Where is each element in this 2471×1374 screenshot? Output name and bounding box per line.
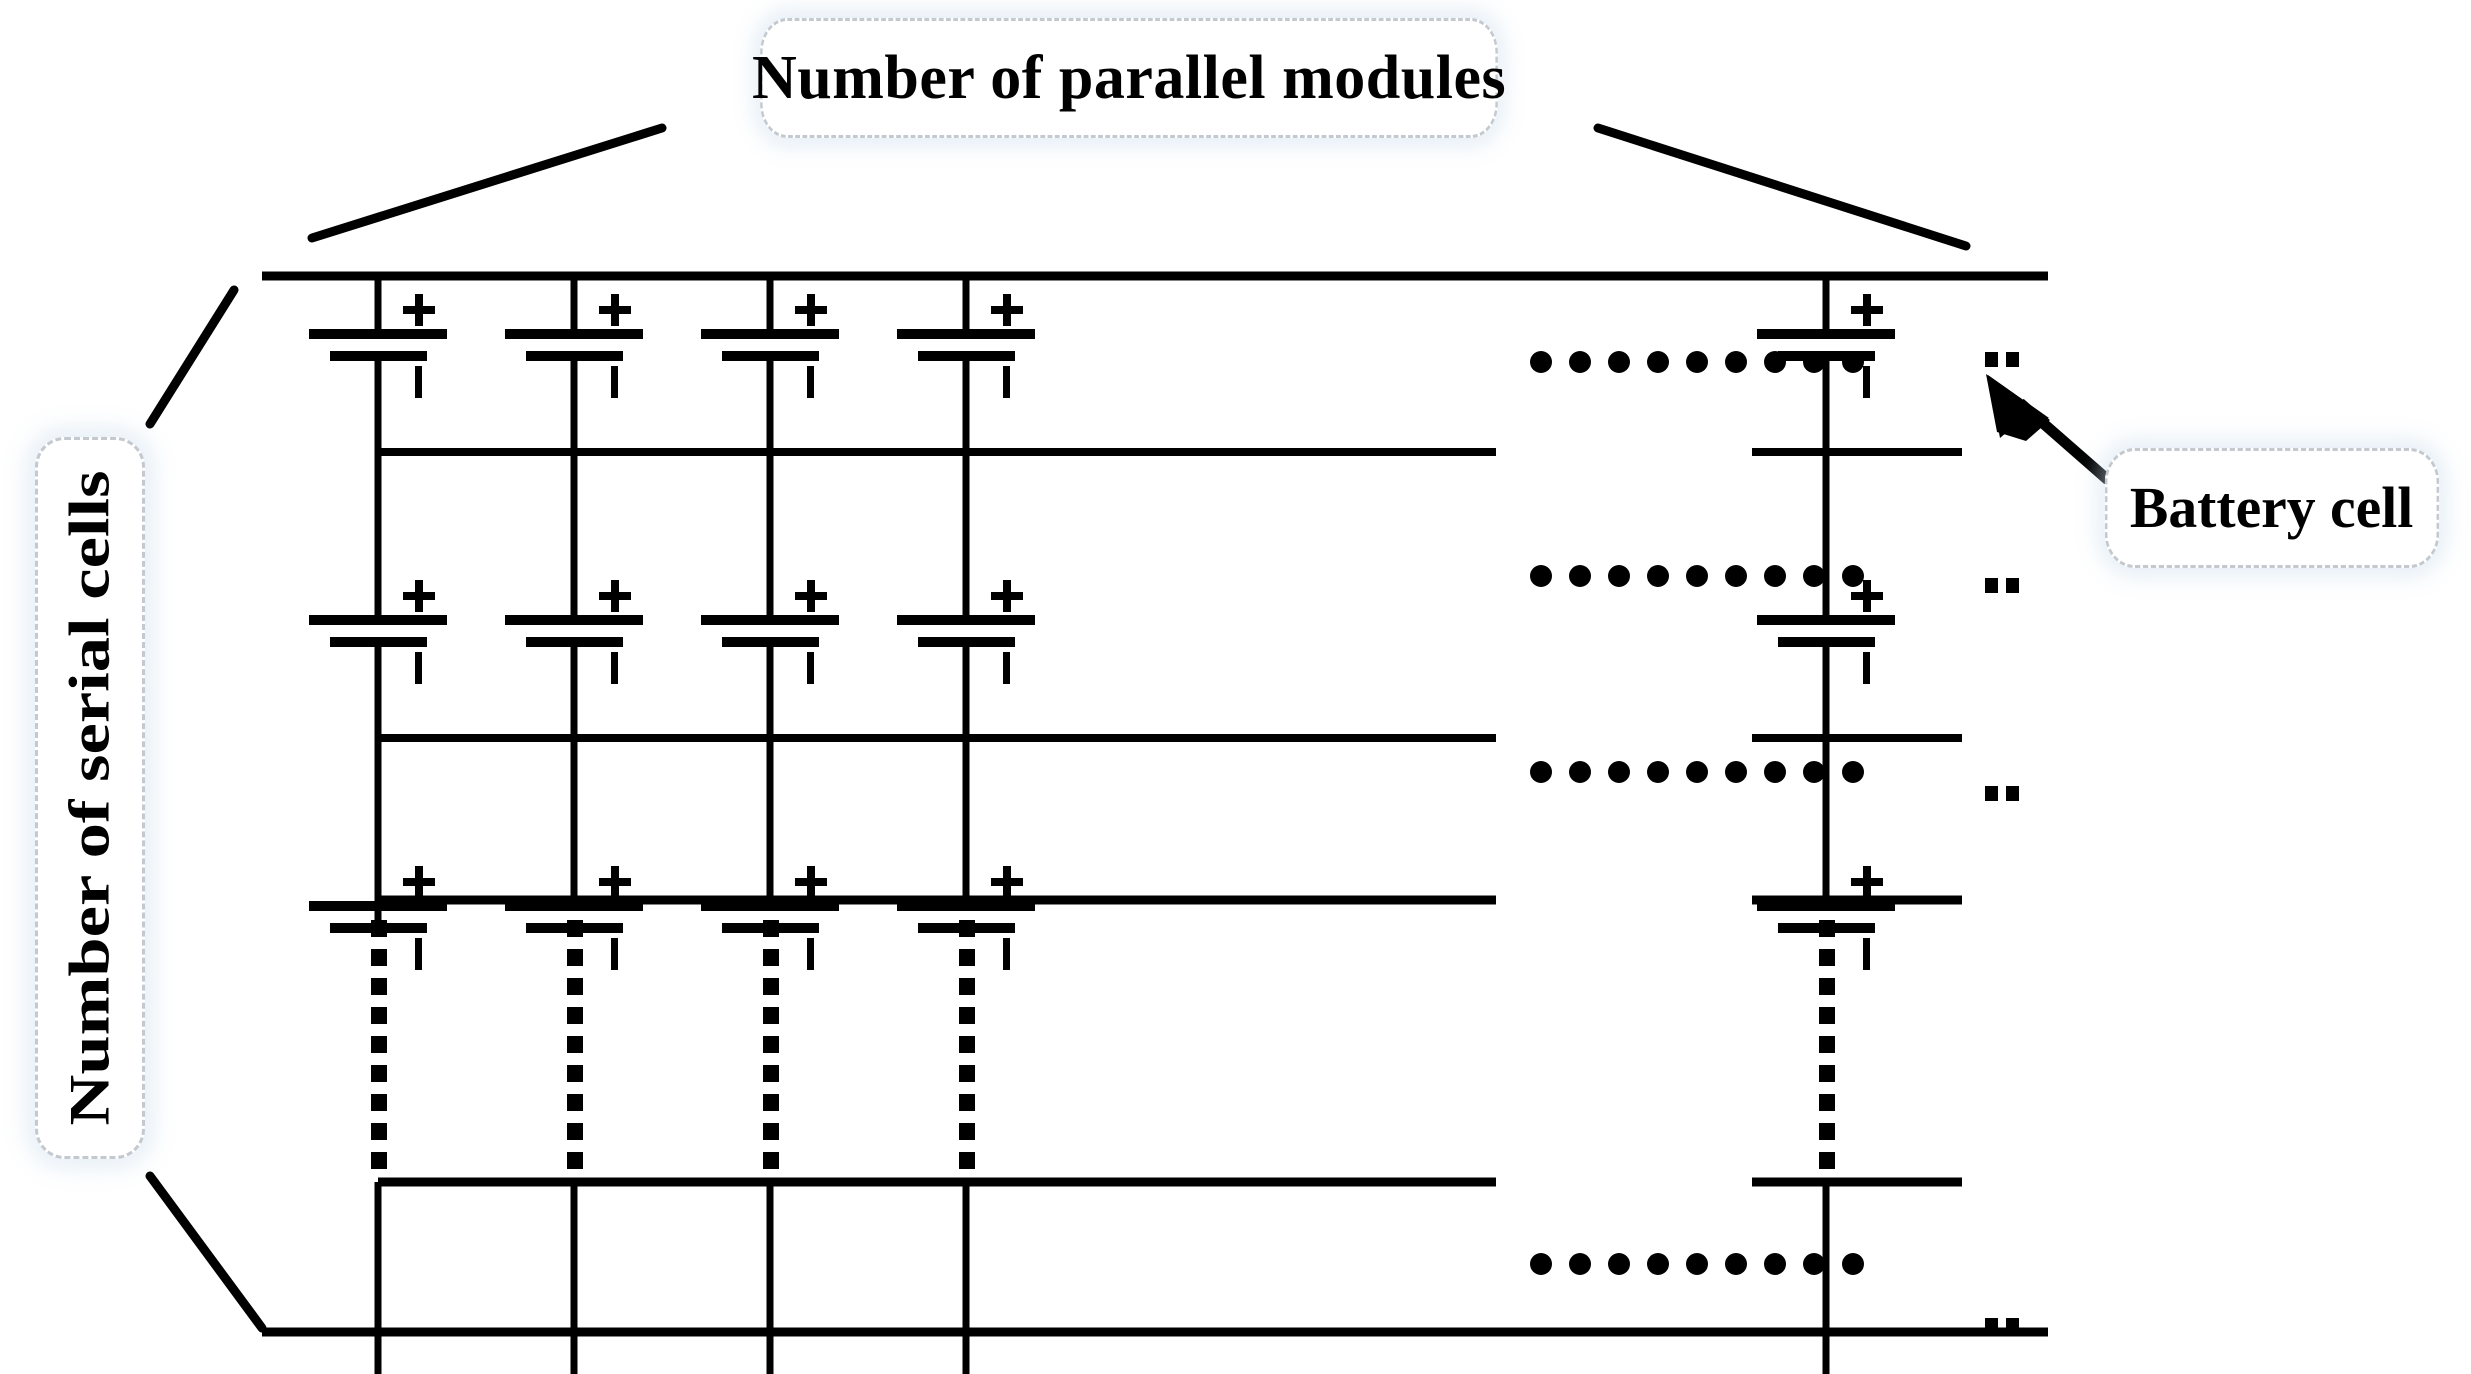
ellipsis-row3: [1530, 761, 1864, 783]
plus-icon: [807, 294, 815, 326]
trailing-dots-row1: [1985, 352, 2019, 367]
cell-r1c4: [897, 329, 1035, 361]
cell-r1c1: [309, 329, 447, 361]
polarity-r3c3: [795, 866, 827, 970]
label-battery-cell-text: Battery cell: [2130, 475, 2414, 540]
plus-icon: [611, 580, 619, 612]
plus-icon: [415, 866, 423, 898]
polarity-r1c4: [991, 294, 1023, 398]
vertical-ellipsis-col3: [763, 920, 779, 1169]
polarity-r3c4: [991, 866, 1023, 970]
ellipsis-row4: [1530, 1253, 1864, 1275]
battery-cell-plates: [309, 329, 1895, 933]
vertical-ellipsis-col1: [371, 920, 387, 1169]
plus-icon: [415, 580, 423, 612]
minus-icon: [415, 366, 422, 398]
cell-r2c5: [1757, 615, 1895, 647]
plus-icon: [1003, 294, 1011, 326]
trailing-dots-row4: [1985, 1318, 2019, 1333]
vertical-ellipsis-col4: [959, 920, 975, 1169]
serial-cells-brace: [145, 285, 267, 1333]
minus-icon: [1863, 938, 1870, 970]
plus-icon: [807, 580, 815, 612]
label-parallel-modules-text: Number of parallel modules: [751, 44, 1507, 112]
leader-line-right: [1593, 123, 1971, 251]
minus-icon: [611, 938, 618, 970]
cell-r2c1: [309, 615, 447, 647]
plus-icon: [1863, 866, 1871, 898]
minus-icon: [807, 652, 814, 684]
cell-r1c2: [505, 329, 643, 361]
label-battery-cell: Battery cell: [2104, 448, 2440, 568]
ellipsis-row1: [1530, 351, 1864, 373]
cell-r2c3: [701, 615, 839, 647]
polarity-r3c2: [599, 866, 631, 970]
minus-icon: [1863, 652, 1870, 684]
label-number-of-parallel-modules: Number of parallel modules: [752, 18, 1506, 138]
plus-icon: [611, 866, 619, 898]
minus-icon: [807, 366, 814, 398]
polarity-r2c5: [1851, 580, 1883, 684]
horizontal-ellipsis-dots: [1530, 351, 1864, 1275]
minus-icon: [415, 652, 422, 684]
polarity-r2c4: [991, 580, 1023, 684]
cell-r2c4: [897, 615, 1035, 647]
label-serial-cells-text: Number of serial cells: [58, 470, 122, 1126]
polarity-r2c2: [599, 580, 631, 684]
plus-icon: [807, 866, 815, 898]
polarity-r3c1: [403, 866, 435, 970]
column-wires: [374, 276, 1830, 1374]
vertical-ellipsis-col2: [567, 920, 583, 1169]
vertical-ellipsis-col5: [1819, 920, 1835, 1169]
plus-icon: [1003, 866, 1011, 898]
ellipsis-row2: [1530, 565, 1864, 587]
minus-icon: [611, 366, 618, 398]
label-number-of-serial-cells: Number of serial cells: [35, 437, 145, 1159]
minus-icon: [1003, 938, 1010, 970]
battery-cell-arrow-head-fill: [1986, 374, 2050, 441]
minus-icon: [1003, 366, 1010, 398]
bus-bars: [262, 271, 2048, 1337]
trailing-ellipsis-marks: [1985, 352, 2019, 1333]
leader-line-left: [307, 123, 667, 243]
minus-icon: [415, 938, 422, 970]
cell-r2c2: [505, 615, 643, 647]
polarity-signs: [403, 294, 1883, 970]
minus-icon: [1863, 366, 1870, 398]
minus-icon: [1003, 652, 1010, 684]
plus-icon: [415, 294, 423, 326]
plus-icon: [611, 294, 619, 326]
polarity-r1c1: [403, 294, 435, 398]
plus-icon: [1863, 294, 1871, 326]
vertical-ellipsis-dots: [371, 920, 1835, 1169]
brace-line-upper: [145, 285, 239, 429]
plus-icon: [1003, 580, 1011, 612]
plus-icon: [1863, 580, 1871, 612]
trailing-dots-row3: [1985, 786, 2019, 801]
parallel-modules-leader-lines: [307, 123, 1971, 251]
polarity-r1c3: [795, 294, 827, 398]
brace-line-lower: [145, 1171, 267, 1333]
polarity-r2c3: [795, 580, 827, 684]
polarity-r3c5: [1851, 866, 1883, 970]
polarity-r1c5: [1851, 294, 1883, 398]
polarity-r2c1: [403, 580, 435, 684]
polarity-r1c2: [599, 294, 631, 398]
minus-icon: [611, 652, 618, 684]
cell-r1c3: [701, 329, 839, 361]
trailing-dots-row2: [1985, 578, 2019, 593]
minus-icon: [807, 938, 814, 970]
